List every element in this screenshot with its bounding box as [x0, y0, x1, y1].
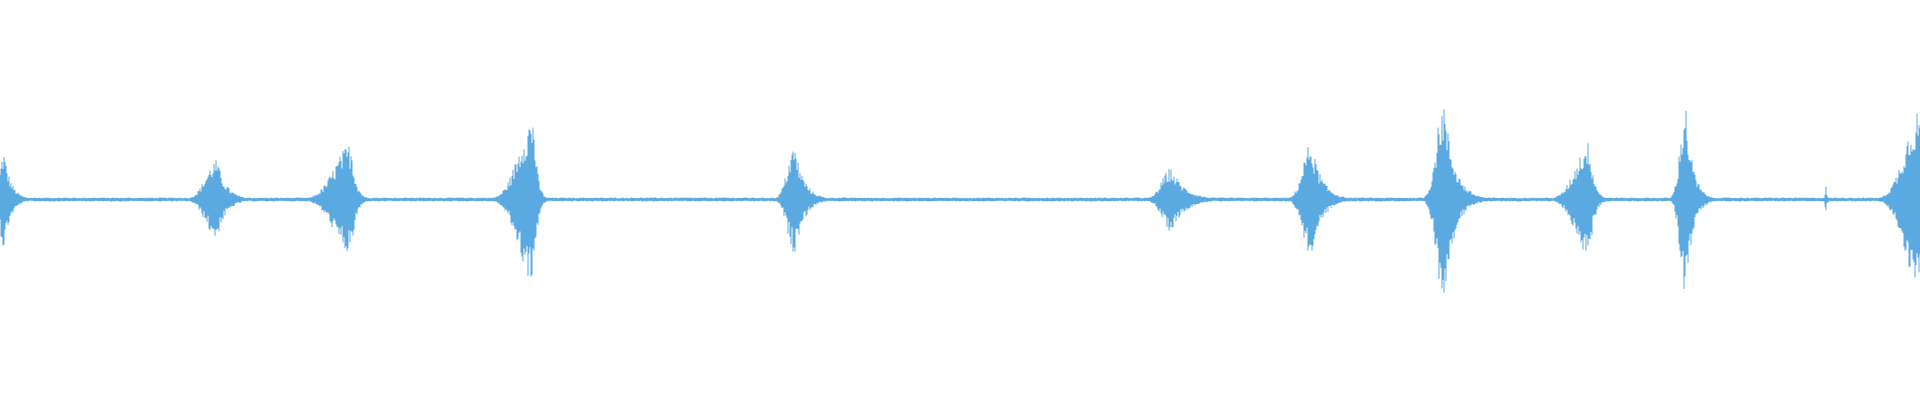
waveform-samples — [0, 109, 1920, 293]
